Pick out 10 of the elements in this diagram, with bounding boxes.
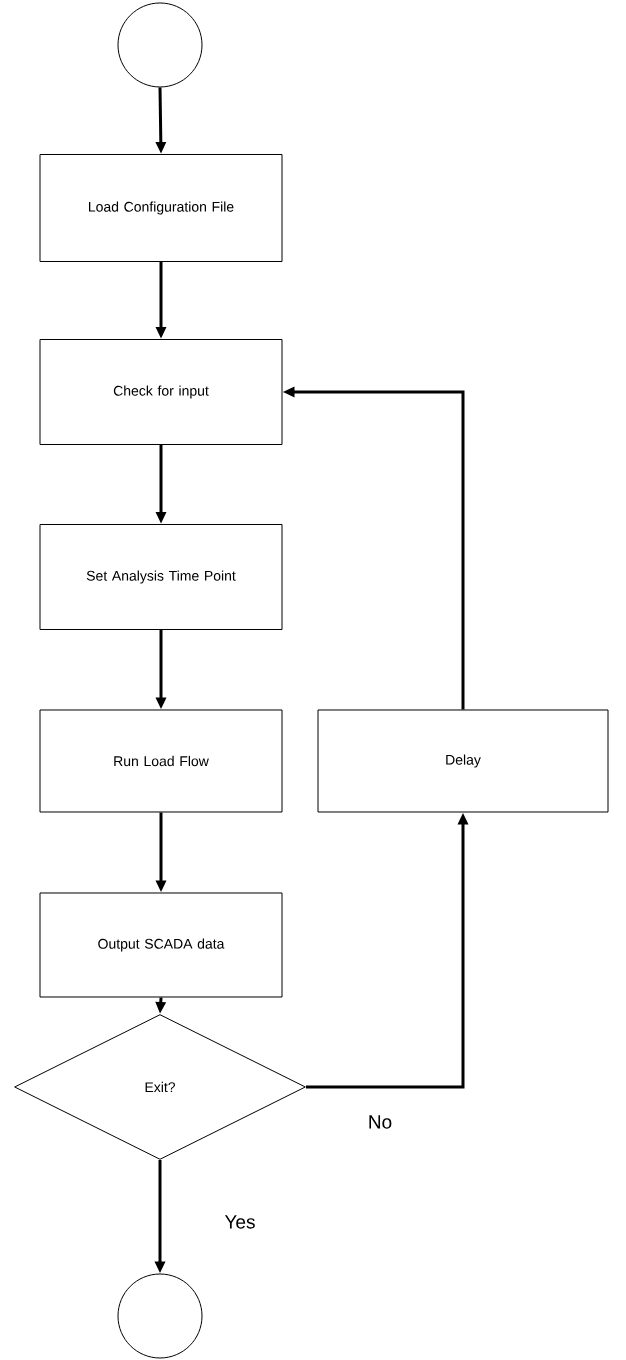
process-box: Load Configuration File bbox=[39, 154, 283, 262]
terminal-circle bbox=[117, 2, 203, 88]
process-box: Run Load Flow bbox=[39, 709, 283, 813]
terminal-circle bbox=[117, 1273, 203, 1359]
process-box: Delay bbox=[317, 709, 609, 813]
edge-label: No bbox=[365, 1113, 395, 1131]
process-box: Set Analysis Time Point bbox=[39, 524, 283, 630]
process-box: Output SCADA data bbox=[39, 892, 283, 998]
process-box: Check for input bbox=[39, 339, 283, 445]
edge-label: Yes bbox=[222, 1213, 258, 1231]
